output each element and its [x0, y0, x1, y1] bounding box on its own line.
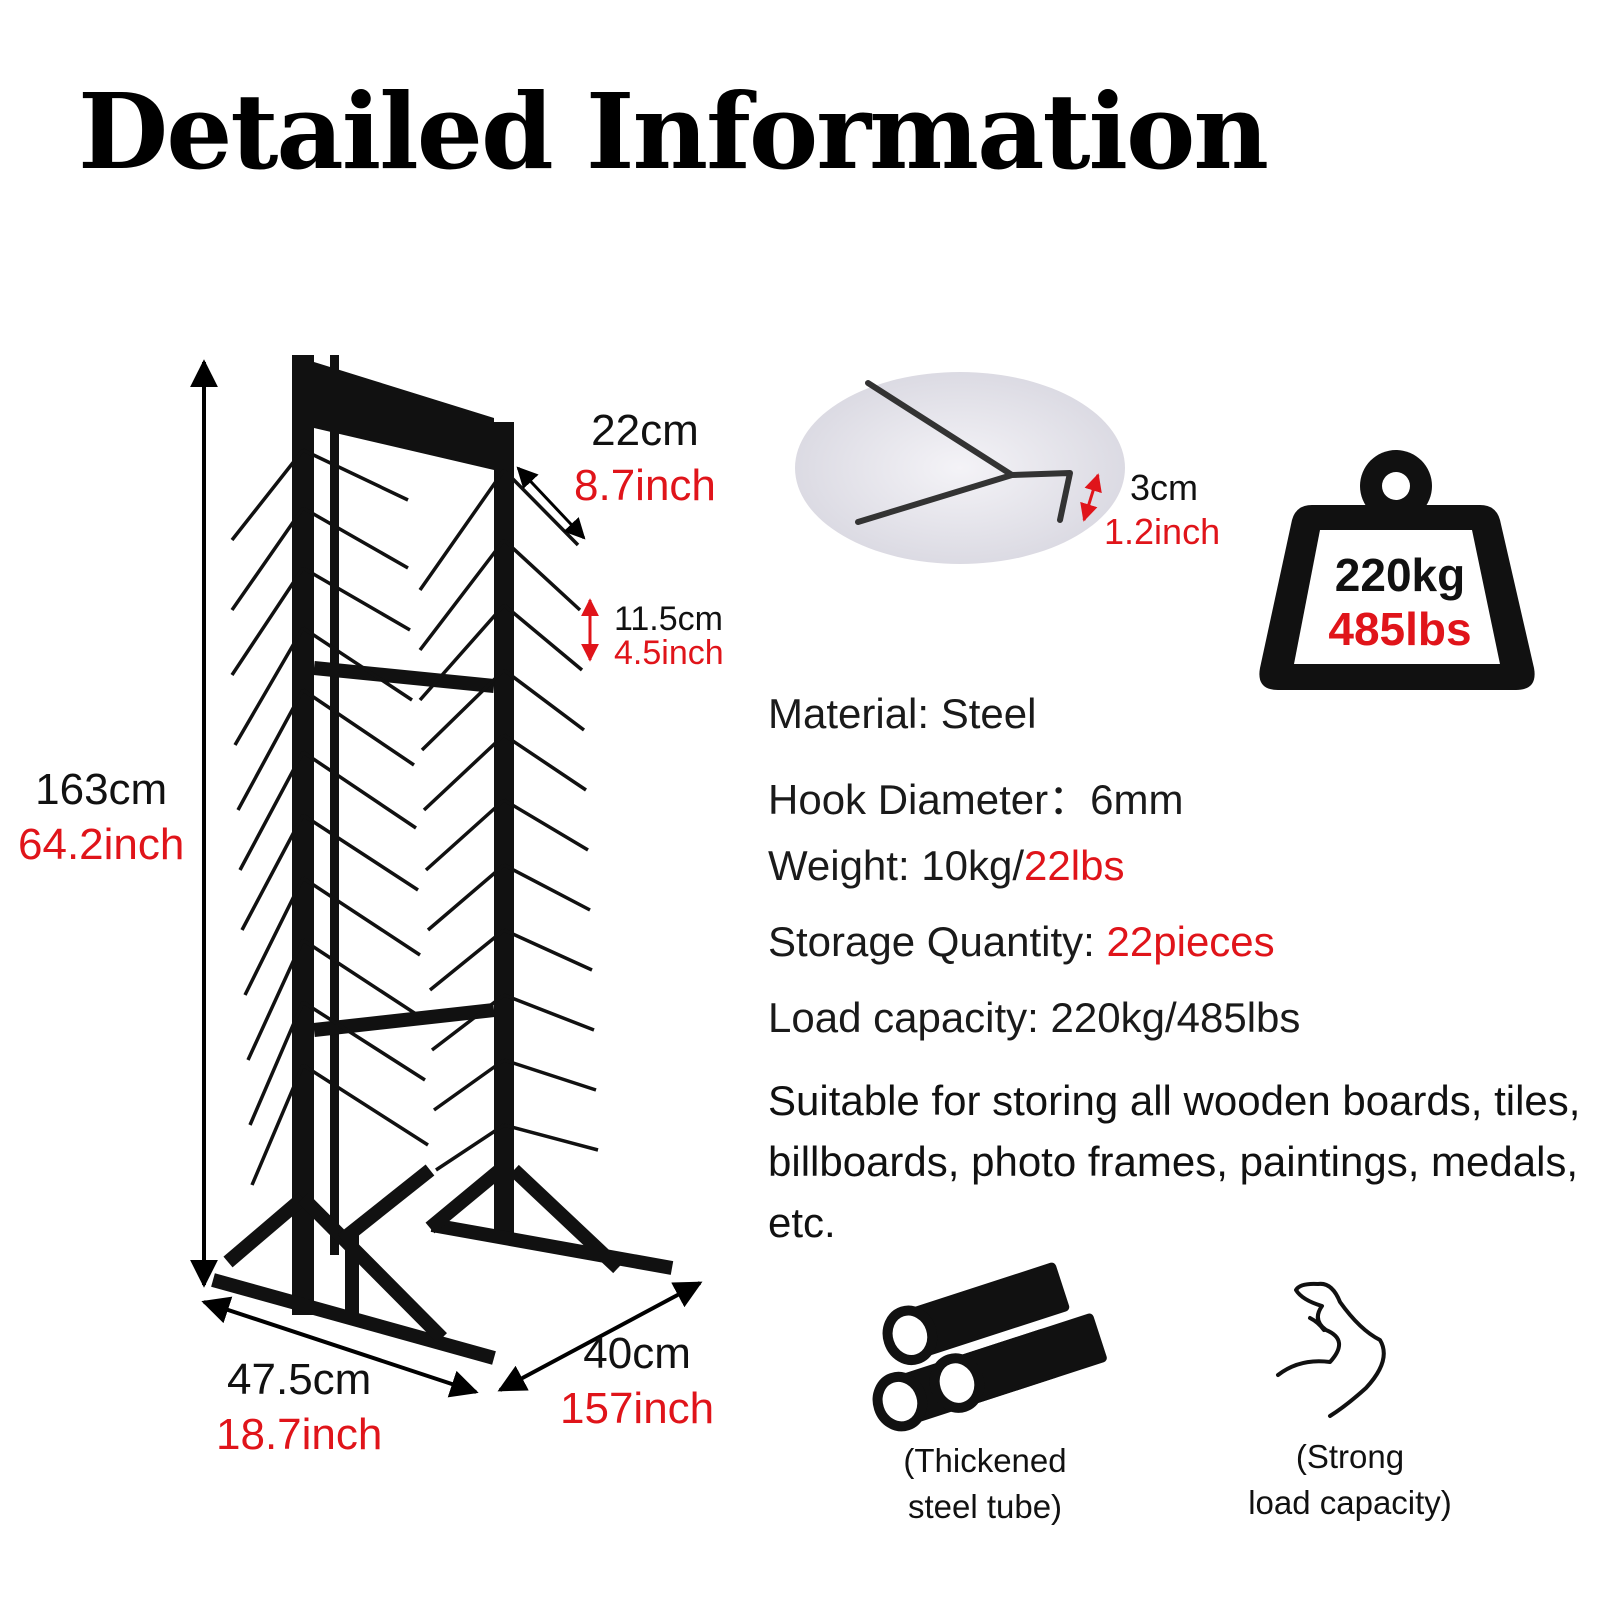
width-imperial: 18.7inch [216, 1410, 383, 1459]
spec-suitable-for: Suitable for storing all wooden boards, … [768, 1077, 1581, 1246]
feature-strong-load-line2: load capacity) [1248, 1484, 1452, 1522]
spec-hook-diameter: Hook Diameter：6mm [768, 776, 1184, 823]
hook-tip-metric: 3cm [1130, 467, 1199, 508]
hook-tip-label: 3cm 1.2inch [1104, 466, 1220, 554]
depth-imperial: 157inch [560, 1384, 715, 1433]
hook-length-arrow [516, 466, 586, 540]
width-arrow [201, 1296, 479, 1398]
rack-hooks [230, 448, 599, 1186]
height-label: 163cm 64.2inch [18, 762, 184, 872]
load-badge-metric: 220kg [1334, 549, 1466, 601]
page-title: Detailed Information [78, 70, 1269, 193]
hook-length-label: 22cm 8.7inch [574, 403, 716, 513]
height-imperial: 64.2inch [18, 820, 185, 869]
spec-quantity-value: 22pieces [1106, 918, 1275, 965]
height-metric: 163cm [35, 765, 168, 814]
hook-closeup [795, 372, 1125, 564]
hook-spacing-metric: 11.5cm [614, 600, 723, 638]
hook-tip-imperial: 1.2inch [1104, 511, 1221, 552]
depth-arrow [497, 1281, 703, 1392]
hook-length-imperial: 8.7inch [574, 461, 716, 510]
width-metric: 47.5cm [227, 1355, 372, 1404]
feature-strong-load-line1: (Strong [1295, 1438, 1405, 1475]
steel-tubes-icon [872, 1262, 1107, 1432]
hook-length-metric: 22cm [591, 406, 699, 455]
hook-spacing-label: 11.5cm 4.5inch [614, 602, 724, 670]
weight-badge-icon [1259, 450, 1535, 690]
load-badge-text: 220kg 485lbs [1296, 548, 1504, 656]
hook-spacing-imperial: 4.5inch [614, 634, 724, 672]
spec-quantity-label: Storage Quantity: [768, 918, 1107, 965]
feature-thickened-tube-line2: steel tube) [907, 1488, 1063, 1526]
hook-tip-arrow [1080, 473, 1102, 522]
flexed-arm-icon [1276, 1281, 1386, 1418]
spec-weight-label: Weight: 10kg/ [768, 842, 1025, 889]
feature-thickened-tube: (Thickened steel tube) [870, 1438, 1100, 1530]
spec-load-capacity: Load capacity: 220kg/485lbs [768, 994, 1301, 1041]
rack-braces [211, 661, 674, 1365]
width-label: 47.5cm 18.7inch [216, 1352, 382, 1462]
depth-metric: 40cm [583, 1329, 691, 1378]
feature-strong-load: (Strong load capacity) [1220, 1434, 1480, 1526]
feature-thickened-tube-line1: (Thickened [903, 1442, 1067, 1479]
spec-weight-value: 22lbs [1024, 842, 1125, 889]
spec-material: Material: Steel [768, 690, 1037, 737]
depth-label: 40cm 157inch [560, 1326, 714, 1436]
spec-quantity: Storage Quantity: 22pieces [768, 918, 1275, 966]
spec-weight: Weight: 10kg/22lbs [768, 842, 1124, 890]
load-badge-imperial: 485lbs [1328, 603, 1472, 655]
